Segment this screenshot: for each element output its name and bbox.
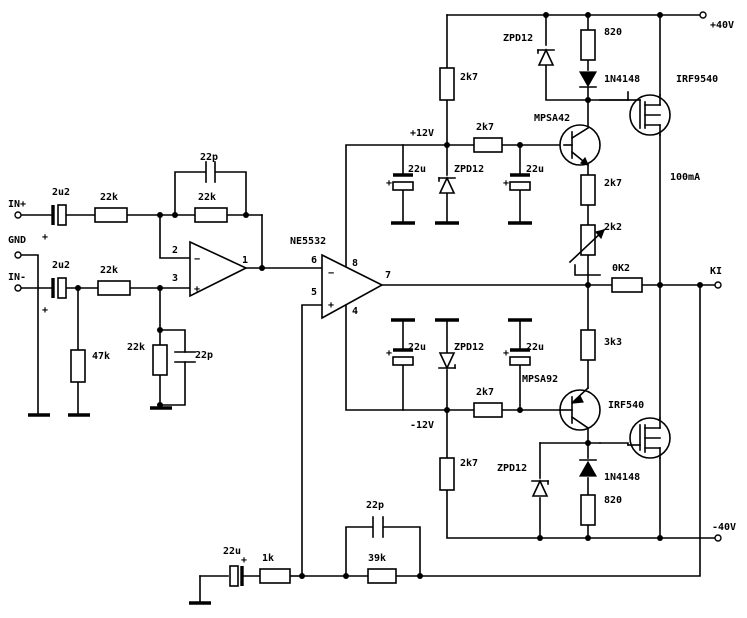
label-r-820-bot: 820 <box>604 495 622 506</box>
opamp-2: − + 6 5 7 8 4 NE5532 <box>290 236 391 320</box>
pin-8-label: 8 <box>352 258 358 269</box>
label-r-p3: 22k <box>127 342 145 353</box>
labels: IN+ GND IN- +40V KI -40V +12V -12V 2u2 2… <box>8 20 736 566</box>
label-r-bot2k7: 2k7 <box>460 458 478 469</box>
label-in-minus: IN- <box>8 272 26 283</box>
label-r-fb1: 22k <box>198 192 216 203</box>
pin-7-label: 7 <box>385 270 391 281</box>
plus-c-in-plus: + <box>42 232 48 243</box>
label-r-47k: 47k <box>92 351 110 362</box>
terminal-in-minus <box>14 284 22 292</box>
terminal-neg40 <box>714 534 722 542</box>
label-q1: MPSA42 <box>534 113 570 124</box>
label-c-p3: 22p <box>195 350 213 361</box>
opamp1-minus: − <box>194 254 200 265</box>
label-c-p12b: 22u <box>526 164 544 175</box>
label-r-inp: 22k <box>100 192 118 203</box>
label-z2: ZPD12 <box>454 164 484 175</box>
transistor-mpsa92 <box>559 386 601 431</box>
label-r-3k3: 3k3 <box>604 337 622 348</box>
label-neg40: -40V <box>712 522 736 533</box>
label-r-1k: 1k <box>262 553 274 564</box>
label-c-fb2: 22p <box>366 500 384 511</box>
opamp-1: − + 2 3 1 <box>172 240 248 298</box>
label-r-out: 0K2 <box>612 263 630 274</box>
diodes <box>438 48 598 497</box>
pin-2-label: 2 <box>172 245 178 256</box>
pin-1-label: 1 <box>242 255 248 266</box>
label-d2: 1N4148 <box>604 472 640 483</box>
opamp2-minus: − <box>328 268 334 279</box>
label-pos12: +12V <box>410 128 434 139</box>
label-r-trim: 2k2 <box>604 222 622 233</box>
label-ki: KI <box>710 266 722 277</box>
pin-6-label: 6 <box>311 255 317 266</box>
label-m1: IRF9540 <box>676 74 718 85</box>
label-c-in-minus: 2u2 <box>52 260 70 271</box>
capacitors <box>51 161 531 587</box>
label-r-top2k7: 2k7 <box>460 72 478 83</box>
label-r-base-p: 2k7 <box>476 122 494 133</box>
wires <box>17 14 716 604</box>
label-z3: ZPD12 <box>454 342 484 353</box>
label-r-39k: 39k <box>368 553 386 564</box>
label-z1: ZPD12 <box>503 33 533 44</box>
plus-c-n12a: + <box>386 348 392 359</box>
opamp1-plus: + <box>194 284 200 295</box>
transistor-mpsa42 <box>559 124 601 167</box>
label-r-em-p: 2k7 <box>604 178 622 189</box>
pin-4-label: 4 <box>352 306 358 317</box>
label-c-in-plus: 2u2 <box>52 187 70 198</box>
label-d1: 1N4148 <box>604 74 640 85</box>
pin-3-label: 3 <box>172 273 178 284</box>
plus-c-p12b: + <box>503 178 509 189</box>
resistors <box>70 29 643 584</box>
label-r-820-top: 820 <box>604 27 622 38</box>
plus-c-gnd: + <box>241 555 247 566</box>
pin-5-label: 5 <box>311 287 317 298</box>
label-z4: ZPD12 <box>497 463 527 474</box>
label-c-p12a: 22u <box>408 164 426 175</box>
opamp2-plus: + <box>328 300 334 311</box>
junctions <box>75 12 703 579</box>
label-bias: 100mA <box>670 172 700 183</box>
label-q2: MPSA92 <box>522 374 558 385</box>
terminal-in-plus <box>14 211 22 219</box>
opamp-name: NE5532 <box>290 236 326 247</box>
terminal-gnd <box>14 251 22 259</box>
label-c-n12b: 22u <box>526 342 544 353</box>
mosfet-irf540 <box>627 417 671 459</box>
label-m2: IRF540 <box>608 400 644 411</box>
plus-c-p12a: + <box>386 178 392 189</box>
label-gnd: GND <box>8 235 26 246</box>
label-c-n12a: 22u <box>408 342 426 353</box>
terminal-pos40 <box>699 11 707 19</box>
ground-bars <box>28 221 532 605</box>
label-neg12: -12V <box>410 420 434 431</box>
label-pos40: +40V <box>710 20 734 31</box>
terminal-ki <box>714 281 722 289</box>
label-r-base-n: 2k7 <box>476 387 494 398</box>
mosfet-irf9540 <box>627 94 671 136</box>
label-r-inm: 22k <box>100 265 118 276</box>
terminals <box>14 11 722 542</box>
label-in-plus: IN+ <box>8 199 26 210</box>
plus-c-n12b: + <box>503 348 509 359</box>
plus-c-in-minus: + <box>42 305 48 316</box>
label-c-gnd: 22u <box>223 546 241 557</box>
label-c-fb1: 22p <box>200 152 218 163</box>
